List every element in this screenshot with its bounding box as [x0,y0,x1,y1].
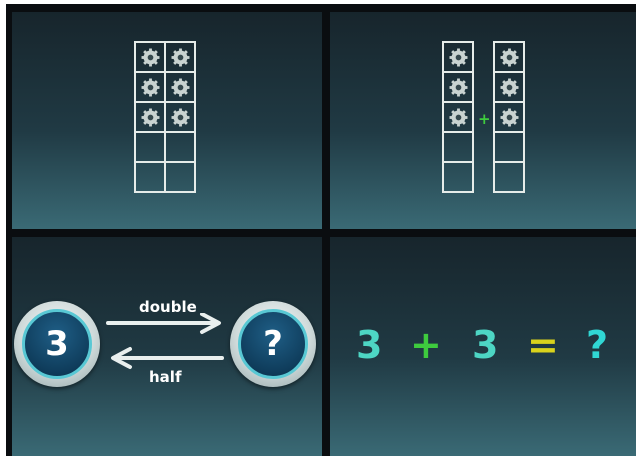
right-question-badge: ? [230,301,316,387]
panel-double-half: 3 ? double half [12,237,322,456]
left-number-value: 3 [22,309,92,379]
gear-icon [500,78,519,97]
ten-frame [134,41,196,193]
frame-cell [494,132,524,162]
gear-icon [171,78,190,97]
frame-cell [443,72,473,102]
frame-cell [135,42,165,72]
frame-cell [165,132,195,162]
frame-cell [135,132,165,162]
left-arrow-icon [111,347,224,369]
gear-icon [141,108,160,127]
half-label: half [149,368,182,386]
left-number-badge: 3 [14,301,100,387]
frame-cell [443,42,473,72]
frame-cell [165,162,195,192]
frame-cell [135,102,165,132]
double-label: double [139,298,197,316]
gear-icon [500,108,519,127]
five-frame-left [442,41,474,193]
panel-two-five-frames: + [330,12,636,229]
equation-operator: + [410,323,442,367]
panel-equation: 3 + 3 = ? [330,237,636,456]
equation-equals: = [527,323,559,367]
gear-icon [449,108,468,127]
frame-cell [443,162,473,192]
frame-cell [494,102,524,132]
equation-operand-b: 3 [472,323,499,367]
frame-cell [494,42,524,72]
equation-operand-a: 3 [356,323,383,367]
five-frame-right [493,41,525,193]
plus-sign: + [478,110,491,128]
panel-ten-frame [12,12,322,229]
gear-icon [449,78,468,97]
frame-cell [494,72,524,102]
gear-icon [171,48,190,67]
right-question-value: ? [238,309,308,379]
gear-icon [171,108,190,127]
frame-cell [135,72,165,102]
gear-icon [141,48,160,67]
frame-cell [135,162,165,192]
gear-icon [449,48,468,67]
frame-cell [494,162,524,192]
frame-cell [443,132,473,162]
frame-cell [165,72,195,102]
equation-result: ? [586,323,609,367]
gear-icon [500,48,519,67]
frame-cell [165,102,195,132]
frame-cell [165,42,195,72]
frame-cell [443,102,473,132]
right-arrow-icon [106,313,221,334]
gear-icon [141,78,160,97]
